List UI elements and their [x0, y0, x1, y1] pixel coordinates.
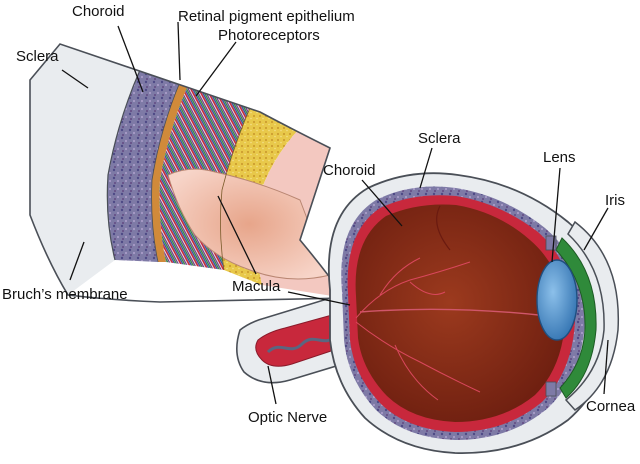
label-iris: Iris — [605, 192, 625, 209]
bruchs-membrane-layer — [151, 82, 188, 262]
label-sclera-section: Sclera — [16, 48, 59, 65]
label-sclera-eye: Sclera — [418, 130, 461, 147]
label-lens: Lens — [543, 149, 576, 166]
label-choroid-eye: Choroid — [323, 162, 376, 179]
choroid-layer — [107, 70, 180, 262]
eyeball — [236, 172, 620, 454]
label-optic-nerve: Optic Nerve — [248, 409, 327, 426]
label-bruchs-membrane: Bruch’s membrane — [2, 286, 128, 303]
label-retinal-pigment-epithelium: Retinal pigment epithelium — [178, 8, 355, 25]
label-cornea: Cornea — [586, 398, 636, 415]
optic-nerve — [255, 309, 353, 367]
iris — [555, 237, 597, 399]
retinal-vessels — [355, 257, 481, 401]
leader-lines — [61, 21, 609, 405]
lens — [536, 259, 578, 341]
sclera-layer — [30, 44, 140, 295]
cornea — [564, 220, 620, 411]
label-photoreceptors: Photoreceptors — [218, 27, 320, 44]
label-macula: Macula — [232, 278, 281, 295]
vitreous-body — [355, 204, 565, 422]
retina-cross-section — [29, 43, 347, 303]
label-choroid-top: Choroid — [72, 3, 125, 20]
